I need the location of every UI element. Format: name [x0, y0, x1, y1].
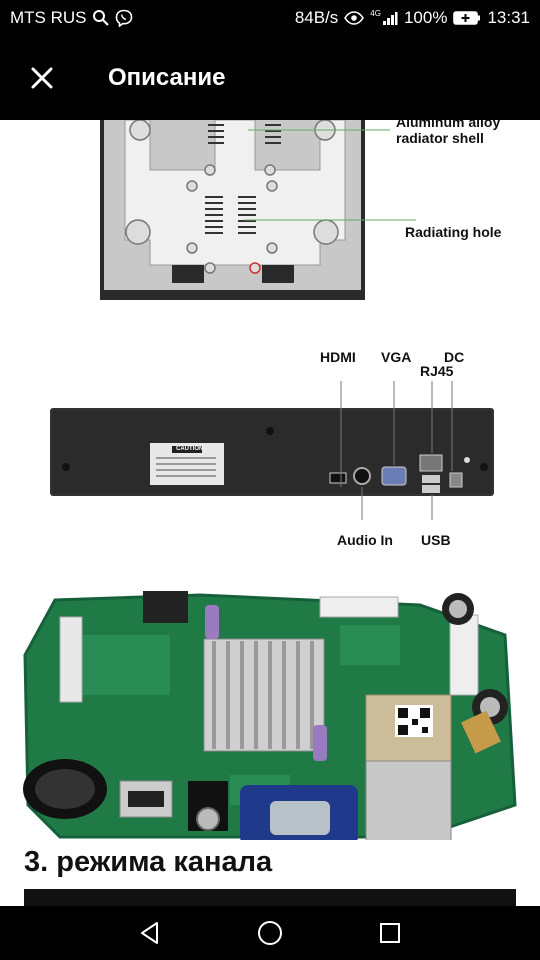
status-bar: MTS RUS 84B/s 4G 100% 13:31 — [0, 0, 540, 36]
product-image-bottom-view: Aluminum alloy radiator shell Radiating … — [0, 120, 540, 310]
viber-icon — [115, 9, 133, 27]
close-icon — [31, 67, 53, 89]
clock: 13:31 — [487, 8, 530, 27]
section-heading: 3. режима канала — [24, 846, 273, 878]
next-product-image — [24, 889, 516, 906]
callout-radiator-shell: Aluminum alloy radiator shell — [396, 120, 501, 147]
product-image-pcb-board — [0, 575, 540, 845]
home-circle-icon — [258, 921, 282, 945]
callout-radiating-hole: Radiating hole — [405, 224, 502, 240]
caution-label: CAUTION — [176, 446, 204, 452]
eye-icon — [344, 11, 365, 25]
description-content[interactable]: Aluminum alloy radiator shell Radiating … — [0, 120, 540, 906]
battery-charging-icon — [453, 10, 481, 26]
back-triangle-icon — [141, 922, 158, 944]
page-title: Описание — [108, 64, 226, 91]
label-usb: USB — [421, 532, 451, 548]
signal-4g-icon: 4G — [370, 10, 398, 26]
app-bar: Описание — [0, 36, 540, 120]
label-hdmi: HDMI — [320, 349, 356, 365]
label-audio-in: Audio In — [337, 532, 393, 548]
signal-label: 4G — [370, 9, 381, 18]
close-button[interactable] — [0, 36, 84, 120]
label-rj45: RJ45 — [420, 363, 454, 379]
carrier-name: MTS RUS — [10, 8, 87, 27]
network-speed: 84B/s — [294, 8, 339, 27]
recents-button[interactable] — [360, 906, 420, 960]
battery-percent: 100% — [403, 8, 448, 27]
back-button[interactable] — [120, 906, 180, 960]
search-icon — [92, 9, 110, 27]
home-button[interactable] — [240, 906, 300, 960]
recents-square-icon — [380, 923, 400, 943]
label-dc: DC — [444, 349, 465, 365]
product-image-rear-panel: HDMI VGA DC RJ45 Audio In USB CAUTION — [0, 345, 540, 560]
navigation-bar — [0, 906, 540, 960]
label-vga: VGA — [381, 349, 412, 365]
